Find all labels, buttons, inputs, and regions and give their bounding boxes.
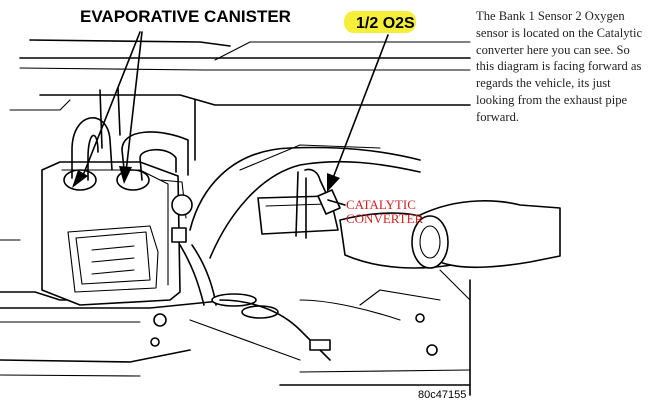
catalytic-label-line1: CATALYTIC xyxy=(346,197,416,212)
o2s-highlight xyxy=(344,11,416,33)
catalytic-label-line2: CONVERTER xyxy=(346,211,424,226)
o2s-arrow xyxy=(327,34,389,192)
exhaust-assembly xyxy=(189,144,561,269)
canister-arrow-left xyxy=(72,31,141,188)
evaporative-canister xyxy=(41,87,193,306)
evaporative-canister-label: EVAPORATIVE CANISTER xyxy=(80,7,291,26)
lower-components xyxy=(150,244,441,361)
o2s-label: 1/2 O2S xyxy=(356,15,415,32)
figure-code: 80c47155 xyxy=(418,389,466,401)
canister-arrow-right xyxy=(119,31,143,184)
frame-structure xyxy=(0,39,471,396)
diagram-caption: The Bank 1 Sensor 2 Oxygen sensor is loc… xyxy=(476,9,643,124)
